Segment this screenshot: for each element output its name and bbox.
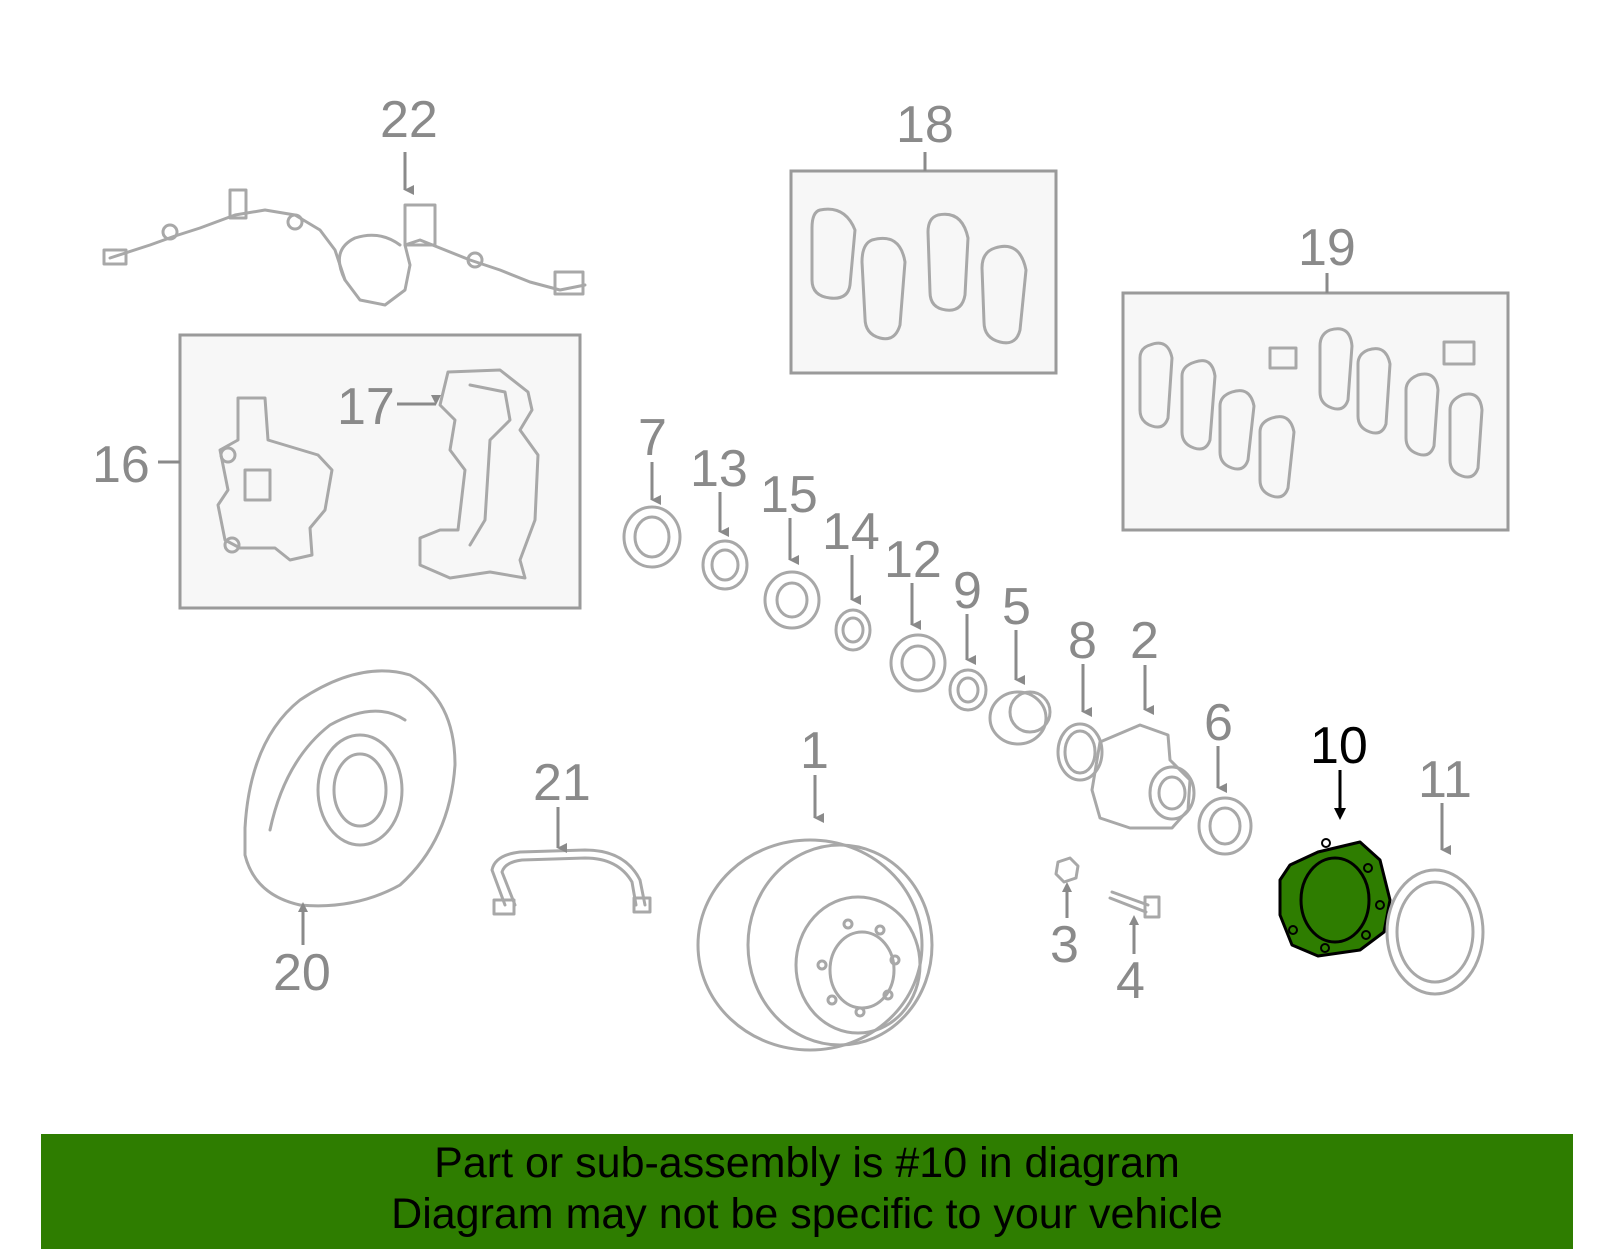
- callout-15: 15: [760, 466, 818, 524]
- bearing-race-12[interactable]: [889, 633, 947, 693]
- callout-4: 4: [1116, 952, 1145, 1010]
- callout-18: 18: [896, 96, 954, 154]
- brake-hose-21[interactable]: [490, 848, 652, 916]
- banner-line-2: Diagram may not be specific to your vehi…: [391, 1190, 1223, 1238]
- backing-plate-20[interactable]: [243, 669, 457, 908]
- seal-7[interactable]: [622, 505, 682, 569]
- callout-17: 17: [337, 378, 395, 436]
- rear-brake-pads-19[interactable]: [1138, 327, 1484, 499]
- callout-22: 22: [380, 91, 438, 149]
- callout-11: 11: [1418, 751, 1472, 809]
- callout-2: 2: [1130, 612, 1159, 670]
- washer-9[interactable]: [948, 668, 988, 712]
- callout-19: 19: [1298, 219, 1356, 277]
- callout-7: 7: [638, 409, 667, 467]
- oil-seal-6[interactable]: [1197, 796, 1253, 856]
- callout-14: 14: [822, 503, 880, 561]
- front-brake-pads-18[interactable]: [810, 207, 1028, 345]
- box-18-front-pads: [789, 169, 1058, 375]
- nut-3[interactable]: [1054, 856, 1080, 884]
- callout-1: 1: [800, 722, 829, 780]
- callout-arrows: [158, 152, 1451, 954]
- gasket-11[interactable]: [1385, 868, 1485, 996]
- banner-line-1: Part or sub-assembly is #10 in diagram: [434, 1139, 1180, 1187]
- callout-13: 13: [690, 440, 748, 498]
- bolt-4[interactable]: [1108, 890, 1161, 919]
- hub-10-highlighted[interactable]: [1278, 838, 1392, 958]
- callout-12: 12: [884, 531, 942, 589]
- callout-20: 20: [273, 944, 331, 1002]
- spacer-5[interactable]: [988, 690, 1052, 746]
- callout-9: 9: [953, 562, 982, 620]
- callout-3: 3: [1050, 916, 1079, 974]
- bearing-15[interactable]: [763, 570, 821, 630]
- box-19-rear-pads: [1121, 291, 1510, 532]
- snap-ring-14[interactable]: [834, 608, 872, 652]
- abs-sensor-wire-22[interactable]: [102, 188, 587, 307]
- seal-13[interactable]: [701, 539, 749, 591]
- callout-5: 5: [1002, 578, 1031, 636]
- callout-8: 8: [1068, 612, 1097, 670]
- callout-6: 6: [1204, 694, 1233, 752]
- info-banner: Part or sub-assembly is #10 in diagram D…: [41, 1134, 1573, 1249]
- callout-10: 10: [1310, 717, 1368, 775]
- callout-16: 16: [92, 436, 150, 494]
- box-16-caliper-kit: [178, 333, 582, 610]
- caliper-bracket-17[interactable]: [418, 368, 540, 580]
- o-ring-8[interactable]: [1056, 722, 1104, 782]
- caliper-16[interactable]: [216, 396, 334, 562]
- axle-housing-2[interactable]: [1090, 723, 1196, 830]
- brake-rotor-1[interactable]: [696, 838, 934, 1052]
- callout-21: 21: [533, 754, 591, 812]
